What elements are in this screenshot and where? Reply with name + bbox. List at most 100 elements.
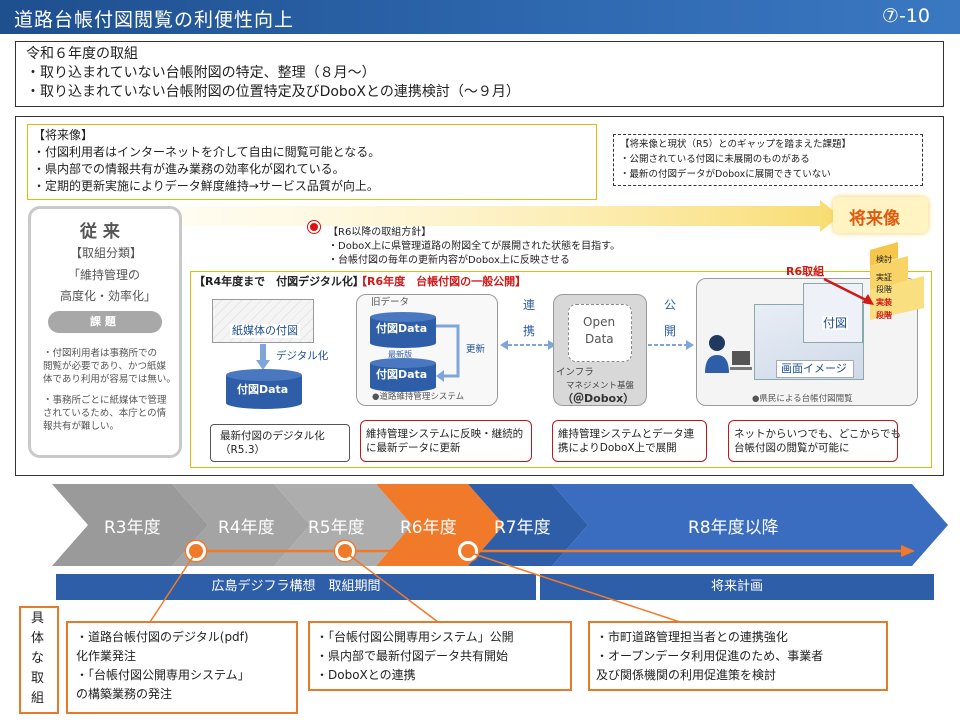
- fuzu-data-cylinder: [226, 369, 302, 409]
- policy-marker: [308, 221, 320, 233]
- page-number: ⑦-10: [881, 5, 930, 27]
- policy-heading: 【R6以降の取組方針】: [328, 227, 432, 238]
- concrete-3-line-3: 及び関係機関の利用促進策を検討: [596, 668, 777, 682]
- kokai-arrow: [648, 340, 694, 350]
- r6-pointer-arrow: [823, 277, 874, 305]
- future-label: 将来像: [849, 209, 900, 229]
- dobox-label: （＠Dobox）: [562, 392, 635, 405]
- gap-heading: 【将来像と現状（R5）とのギャップを踏まえた課題】: [620, 139, 852, 150]
- future-item-2: ・県内部での情報共有が進み業務の効率化が図れている。: [33, 162, 345, 176]
- concrete-label-box: [19, 606, 59, 714]
- note-c-line-2: 携によりDoboX上で展開: [558, 442, 677, 454]
- open-data-line-2: Data: [585, 332, 614, 346]
- chevron-r7: [468, 484, 588, 566]
- concrete-box-3: [588, 621, 888, 691]
- chevron-r4: [172, 484, 310, 566]
- note-d-line-2: 台帳付図の閲覧が可能に: [734, 442, 850, 454]
- milestone-connectors: [149, 551, 681, 623]
- year-r4: R4年度: [218, 518, 275, 538]
- open-data-box: [568, 304, 632, 362]
- future-item-1: ・付図利用者はインターネットを介して自由に閲覧可能となる。: [33, 145, 381, 159]
- pyramid-4: 実装: [876, 298, 892, 307]
- concrete-1-line-4: の構築業務の発注: [76, 687, 173, 701]
- concrete-2-line-3: ・DoboXとの連携: [316, 668, 416, 682]
- screen-image-caption-box: [776, 360, 854, 378]
- note-b-box: [360, 420, 532, 462]
- note-b-line-2: に最新データに更新: [366, 442, 461, 454]
- fuzu-data-label: 付図Data: [237, 383, 289, 396]
- concrete-box-1: [66, 621, 298, 714]
- paper-label: 紙媒体の付図: [230, 324, 300, 338]
- issue-1-line-2: 閲覧が必要であり、かつ紙媒: [43, 361, 167, 372]
- old-data-cylinder: [370, 312, 436, 348]
- r4-label: 【R4年度まで 付図デジタル化】: [194, 275, 364, 288]
- concrete-1-line-1: ・道路台帳付図のデジタル(pdf): [76, 630, 249, 644]
- r6-tori-label: R6取組: [786, 265, 825, 278]
- note-d-line-1: ネットからいつでも、どこからでも: [734, 428, 902, 440]
- year-r8: R8年度以降: [688, 518, 779, 538]
- concrete-label-5: 組: [31, 691, 45, 706]
- old-data-label: 旧データ: [371, 297, 410, 308]
- concrete-label-1: 具: [31, 611, 45, 626]
- conventional-title: 従 来: [80, 222, 120, 242]
- r6-label: 【R6年度 台帳付図の一般公開】: [356, 275, 527, 288]
- issue-2-line-3: 報共有が難しい。: [43, 421, 120, 432]
- concrete-2-line-1: ・「台帳付図公開専用システム」公開: [316, 630, 514, 644]
- future-vision-box: [27, 124, 597, 200]
- stage-pyramid: [870, 242, 924, 320]
- year-r7: R7年度: [494, 518, 551, 538]
- note-a-box: [210, 424, 350, 462]
- renkei-arrow: [500, 340, 556, 350]
- person-at-computer-icon: [705, 335, 752, 373]
- concrete-label-4: 取: [31, 671, 45, 686]
- bar-initiative-period: 広島デジフラ構想 取組期間: [56, 574, 536, 600]
- kokai-label-2: 開: [664, 324, 677, 338]
- infra-label-1: インフラ: [556, 367, 594, 378]
- issue-badge: [48, 311, 162, 333]
- issue-1-line-1: ・付図利用者は事務所での: [43, 348, 158, 359]
- future-heading: 【将来像】: [33, 128, 94, 142]
- progress-line: [195, 545, 915, 557]
- screen-image-caption: 画面イメージ: [781, 362, 847, 375]
- year-r6: R6年度: [400, 518, 457, 538]
- note-c-line-1: 維持管理システムとデータ連: [558, 428, 695, 440]
- pyramid-5: 段階: [876, 311, 892, 320]
- fuzu-screen-label: 付図: [822, 316, 849, 330]
- new-version-label: 最新版: [388, 350, 412, 359]
- year-r5: R5年度: [308, 518, 365, 538]
- r6-initiatives-box: [15, 41, 944, 107]
- future-item-3: ・定期的更新実施によりデータ鮮度維持→サービス品質が向上。: [33, 179, 379, 193]
- future-label-box: [833, 197, 928, 233]
- category-line-1: 「維持管理の: [68, 268, 141, 282]
- citizen-label: ●県民による台帳付図閲覧: [752, 394, 853, 404]
- issue-2-line-2: されているため、本庁との情: [43, 408, 167, 419]
- concrete-1-line-3: ・「台帳付図公開専用システム」: [76, 668, 250, 682]
- page-title: 道路台帳付図閲覧の利便性向上: [14, 9, 295, 31]
- chevron-r8: [552, 484, 948, 566]
- gap-issues-box: [613, 134, 923, 186]
- issue-label: 課 題: [90, 315, 116, 328]
- timeline-chevrons: [52, 484, 948, 566]
- note-d-box: [728, 420, 898, 462]
- category-label: 【取組分類】: [70, 246, 143, 260]
- concrete-1-line-2: 化作業発注: [76, 649, 137, 663]
- note-c-box: [552, 420, 707, 462]
- renkei-label-1: 連: [523, 298, 536, 312]
- new-data-cylinder: [370, 358, 436, 392]
- note-b-line-1: 維持管理システムに反映・継続的: [366, 428, 524, 440]
- concrete-label-3: な: [31, 651, 45, 666]
- system-label: ●道路維持管理システム: [372, 392, 465, 402]
- pyramid-2: 実証: [876, 273, 892, 282]
- policy-line-2: ・台帳付図の毎年の更新内容がDobox上に反映させる: [328, 255, 570, 266]
- year-r3: R3年度: [104, 518, 161, 538]
- concrete-box-2: [308, 621, 572, 691]
- r6-heading: 令和６年度の取組: [26, 46, 138, 62]
- concrete-label-2: 体: [31, 631, 45, 646]
- infra-label-2: マネジメント基盤: [566, 381, 635, 391]
- issue-1-line-3: 体であり利用が容易では無い。: [43, 374, 176, 385]
- chevron-r5: [274, 484, 412, 566]
- bar-future-plan: 将来計画: [540, 574, 934, 600]
- digitize-arrow: [256, 344, 270, 370]
- note-a-line-1: 最新付図のデジタル化: [220, 430, 325, 442]
- pyramid-1: 検討: [876, 255, 892, 264]
